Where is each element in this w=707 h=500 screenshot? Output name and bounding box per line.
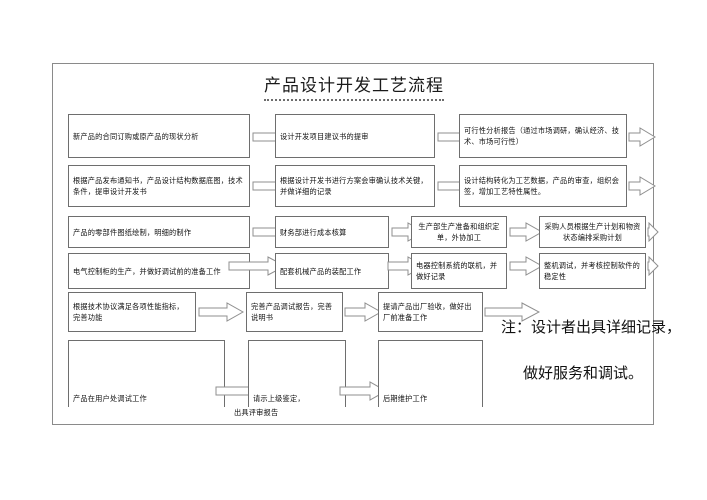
box-scheme-review-label: 根据设计开发书进行方案会审确认技术关键，并做详细的记录 [280,176,428,196]
box-later-maintenance[interactable]: 后期维护工作 [378,340,483,407]
page-title: 产品设计开发工艺流程 [264,75,444,101]
box-scheme-review[interactable]: 根据设计开发书进行方案会审确认技术关键，并做详细的记录 [275,165,435,207]
box-part-drawings-label: 产品的零部件图纸绘制，明细的制作 [73,227,192,237]
box-factory-acceptance-label: 提请产品出厂验收，做好出厂前准备工作 [383,302,472,322]
note-line-1: 注：设计者出具详细记录， [501,318,682,336]
box-mechanical-assembly[interactable]: 配套机械产品的装配工作 [275,253,389,289]
box-machine-debug[interactable]: 整机调试，并考核控制软件的稳定性 [539,253,646,289]
box-cost-accounting[interactable]: 财务部进行成本核算 [275,216,389,248]
arrow-r4-3 [509,256,543,276]
box-mechanical-assembly-label: 配套机械产品的装配工作 [280,266,362,276]
box-release-notice[interactable]: 根据产品发布通知书，产品设计结构数据底图，技术条件，提审设计开发书 [68,165,250,207]
box-later-maintenance-label: 后期维护工作 [383,394,428,403]
box-part-drawings[interactable]: 产品的零部件图纸绘制，明细的制作 [68,216,250,248]
box-feasibility-report[interactable]: 可行性分析报告（通过市场调研，确认经济、技术、市场可行性） [459,114,627,158]
box-superior-appraisal[interactable]: 请示上级鉴定， [248,340,346,407]
box-cost-accounting-label: 财务部进行成本核算 [280,227,347,237]
box-contract-analysis-label: 新产品的合同订购或原产品的现状分析 [73,131,199,141]
box-production-prep[interactable]: 生产部生产准备和组织定单，外协加工 [411,216,507,248]
box-purchase-plan[interactable]: 采购人员根据生产计划和物资状态编排采购计划 [539,216,646,248]
box-superior-appraisal-label: 请示上级鉴定， [253,394,305,403]
box-onsite-debug-label: 产品在用户处调试工作 [73,394,147,403]
box-control-system-link-label: 电器控制系统的联机，并做好记录 [416,261,498,281]
box-feasibility-report-label: 可行性分析报告（通过市场调研，确认经济、技术、市场可行性） [464,126,620,146]
box-electrical-cabinet[interactable]: 电气控制柜的生产，并做好调试前的准备工作 [68,253,250,289]
box-structure-to-process[interactable]: 设计结构转化为工艺数据，产品的审查，组织会签，增加工艺特性属性。 [459,165,627,207]
caption-appraisal-report: 出具评审报告 [234,408,279,417]
box-electrical-cabinet-label: 电气控制柜的生产，并做好调试前的准备工作 [73,266,221,276]
box-debug-report-label: 完善产品调试报告，完善说明书 [251,302,333,322]
arrow-r2-3-out [628,176,656,196]
box-factory-acceptance[interactable]: 提请产品出厂验收，做好出厂前准备工作 [378,292,483,332]
title-container: 产品设计开发工艺流程 [53,75,655,101]
arrow-r5-1 [198,302,244,322]
box-control-system-link[interactable]: 电器控制系统的联机，并做好记录 [411,253,507,289]
arrow-r4-4-out [647,256,659,276]
box-project-proposal-review[interactable]: 设计开发项目建议书的提审 [275,114,435,158]
arrow-r3-4-out [647,222,659,242]
flowchart-frame: 产品设计开发工艺流程 新产品的合同订购或原产品的现状分析 设计开发项目建议书的提… [52,63,681,425]
arrow-r5-3-out [484,302,540,322]
box-release-notice-label: 根据产品发布通知书，产品设计结构数据底图，技术条件，提审设计开发书 [73,176,243,196]
arrow-r3-3 [509,222,543,242]
box-tech-agreement-label: 根据技术协议满足各项性能指标，完善功能 [73,302,184,322]
box-tech-agreement[interactable]: 根据技术协议满足各项性能指标，完善功能 [68,292,196,332]
arrow-r1-3-out [628,127,656,147]
box-production-prep-label: 生产部生产准备和组织定单，外协加工 [418,222,500,242]
note-line-2: 做好服务和调试。 [523,364,644,382]
box-debug-report[interactable]: 完善产品调试报告，完善说明书 [246,292,343,332]
note-block: 注：设计者出具详细记录， 做好服务和调试。 [501,304,681,396]
arrow-r5-2 [344,302,382,322]
box-machine-debug-label: 整机调试，并考核控制软件的稳定性 [544,261,641,281]
box-contract-analysis[interactable]: 新产品的合同订购或原产品的现状分析 [68,114,250,158]
box-project-proposal-review-label: 设计开发项目建议书的提审 [280,131,369,141]
box-structure-to-process-label: 设计结构转化为工艺数据，产品的审查，组织会签，增加工艺特性属性。 [464,176,620,196]
box-onsite-debug[interactable]: 产品在用户处调试工作 [68,340,225,407]
box-purchase-plan-label: 采购人员根据生产计划和物资状态编排采购计划 [544,222,641,242]
